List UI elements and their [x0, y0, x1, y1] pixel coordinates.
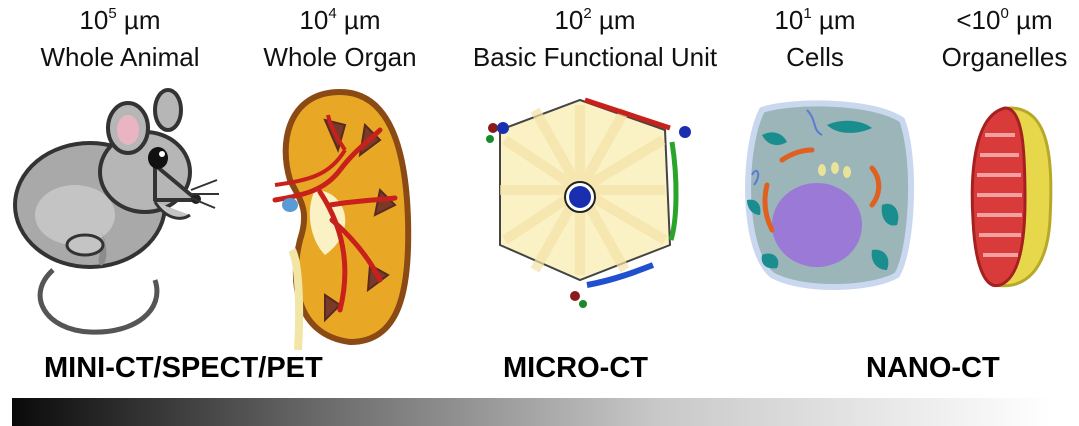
scale-value: 104 µm — [250, 4, 430, 41]
scale-value: 101 µm — [755, 4, 875, 41]
mouse-illustration — [5, 80, 230, 350]
scale-value: 102 µm — [455, 4, 735, 41]
liver-lobule-illustration — [475, 80, 705, 350]
scale-value: 105 µm — [30, 4, 210, 41]
scale-header-organelles: <100 µm Organelles — [932, 4, 1077, 74]
scale-label: Whole Animal — [30, 41, 210, 74]
mitochondrion-illustration — [955, 80, 1065, 350]
scale-label: Cells — [755, 41, 875, 74]
resolution-gradient-bar — [12, 398, 1052, 426]
scale-header-whole-animal: 105 µm Whole Animal — [30, 4, 210, 74]
scale-label: Whole Organ — [250, 41, 430, 74]
cell-illustration — [732, 80, 922, 350]
scale-header-whole-organ: 104 µm Whole Organ — [250, 4, 430, 74]
scale-header-cells: 101 µm Cells — [755, 4, 875, 74]
scale-value: <100 µm — [932, 4, 1077, 41]
technique-label-micro-ct: MICRO-CT — [503, 352, 648, 385]
technique-label-nano-ct: NANO-CT — [866, 352, 1000, 385]
technique-label-mini-ct: MINI-CT/SPECT/PET — [44, 352, 323, 385]
scale-label: Organelles — [932, 41, 1077, 74]
kidney-illustration — [270, 80, 420, 350]
scale-label: Basic Functional Unit — [455, 41, 735, 74]
scale-header-functional-unit: 102 µm Basic Functional Unit — [455, 4, 735, 74]
